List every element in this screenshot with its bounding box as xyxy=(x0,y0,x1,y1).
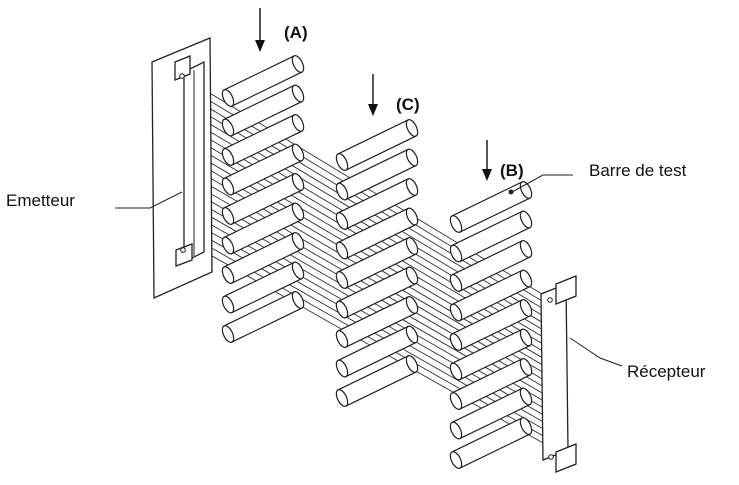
test-rod xyxy=(221,291,305,343)
test-rods-position-a xyxy=(221,55,305,343)
test-rod xyxy=(335,119,419,171)
test-rod xyxy=(221,173,305,225)
label-position-a: (A) xyxy=(284,23,308,42)
label-position-c: (C) xyxy=(396,95,420,114)
test-rods-position-b xyxy=(449,181,533,469)
test-rod xyxy=(335,237,419,289)
test-rod xyxy=(449,210,533,263)
test-rod xyxy=(335,325,419,378)
test-rod xyxy=(449,240,533,292)
test-rod xyxy=(335,296,419,348)
test-rod xyxy=(221,261,305,314)
test-rod xyxy=(221,55,305,107)
test-rod xyxy=(449,387,533,440)
test-rod xyxy=(449,417,533,469)
test-rod xyxy=(449,299,533,351)
label-emitter: Emetteur xyxy=(6,191,75,210)
arrow-c xyxy=(368,74,378,116)
label-receiver: Récepteur xyxy=(627,362,706,381)
test-rod xyxy=(335,178,419,230)
emitter-unit xyxy=(151,37,213,299)
test-rod xyxy=(449,358,533,410)
test-rod xyxy=(335,148,419,201)
test-rod xyxy=(221,202,305,255)
test-rod xyxy=(221,114,305,166)
emitter-leader xyxy=(115,191,183,209)
test-rod xyxy=(221,84,305,137)
test-bar-marker xyxy=(508,189,514,195)
test-rod xyxy=(449,181,533,233)
receiver-leader xyxy=(569,337,623,367)
test-rod xyxy=(335,207,419,260)
label-test-bar: Barre de test xyxy=(589,161,687,180)
test-bar-leader xyxy=(511,174,573,193)
test-rod xyxy=(335,266,419,319)
test-rod xyxy=(221,232,305,284)
test-rods-position-c xyxy=(335,119,419,407)
test-rod xyxy=(335,355,419,407)
test-rod xyxy=(449,269,533,322)
test-rod xyxy=(221,143,305,196)
arrow-a xyxy=(255,8,265,52)
test-rod xyxy=(449,328,533,381)
label-position-b: (B) xyxy=(500,161,524,180)
arrow-b xyxy=(482,140,492,181)
receiver-unit xyxy=(540,275,577,473)
